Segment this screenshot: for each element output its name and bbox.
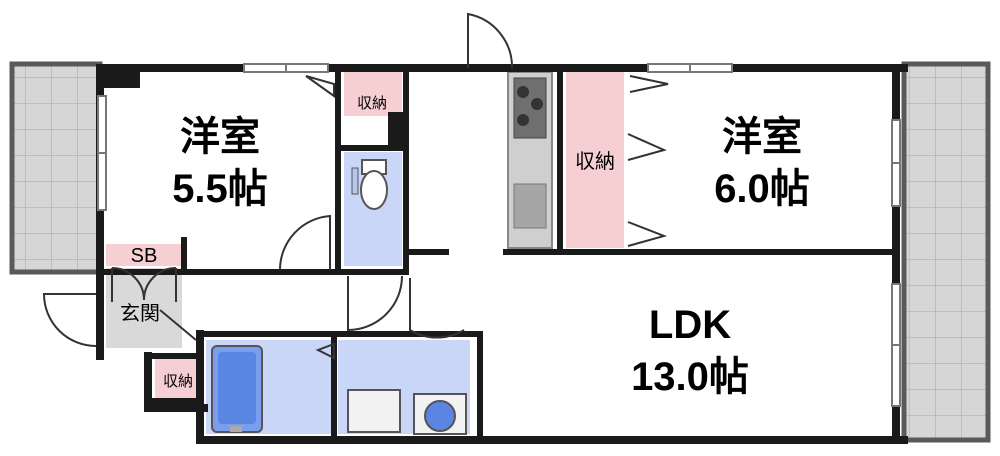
entrance-label: 玄関 <box>120 302 160 325</box>
shoe-box-label: SB <box>131 245 158 267</box>
shower-tray <box>347 389 401 433</box>
walls <box>96 64 908 444</box>
storage-label-b: 収納 <box>575 150 615 173</box>
wall-block <box>148 398 204 410</box>
western-room-2-size: 6.0帖 <box>714 167 810 211</box>
western-room-2-name: 洋室 <box>722 115 802 159</box>
ldk-name: LDK <box>649 303 731 347</box>
entrance-floor <box>106 268 182 348</box>
doors <box>42 12 669 360</box>
wall-block <box>388 112 406 148</box>
bathtub <box>211 345 263 433</box>
storage-area-b <box>566 72 624 248</box>
western-room-1-name: 洋室 <box>180 115 260 159</box>
storage-area-a <box>344 72 402 116</box>
wall-block <box>100 64 140 88</box>
balcony-left <box>9 61 103 275</box>
shoe-box-area <box>106 244 182 266</box>
storage-label-c: 収納 <box>163 373 193 390</box>
storage-label-a: 収納 <box>357 95 387 112</box>
toilet <box>351 159 388 210</box>
wash-basin <box>413 393 467 435</box>
western-room-1-size: 5.5帖 <box>172 167 268 211</box>
balcony-right <box>901 61 991 443</box>
ldk-size: 13.0帖 <box>631 355 749 399</box>
kitchen-counter <box>507 71 553 249</box>
windows <box>97 63 901 407</box>
storage-area-c <box>155 356 201 400</box>
